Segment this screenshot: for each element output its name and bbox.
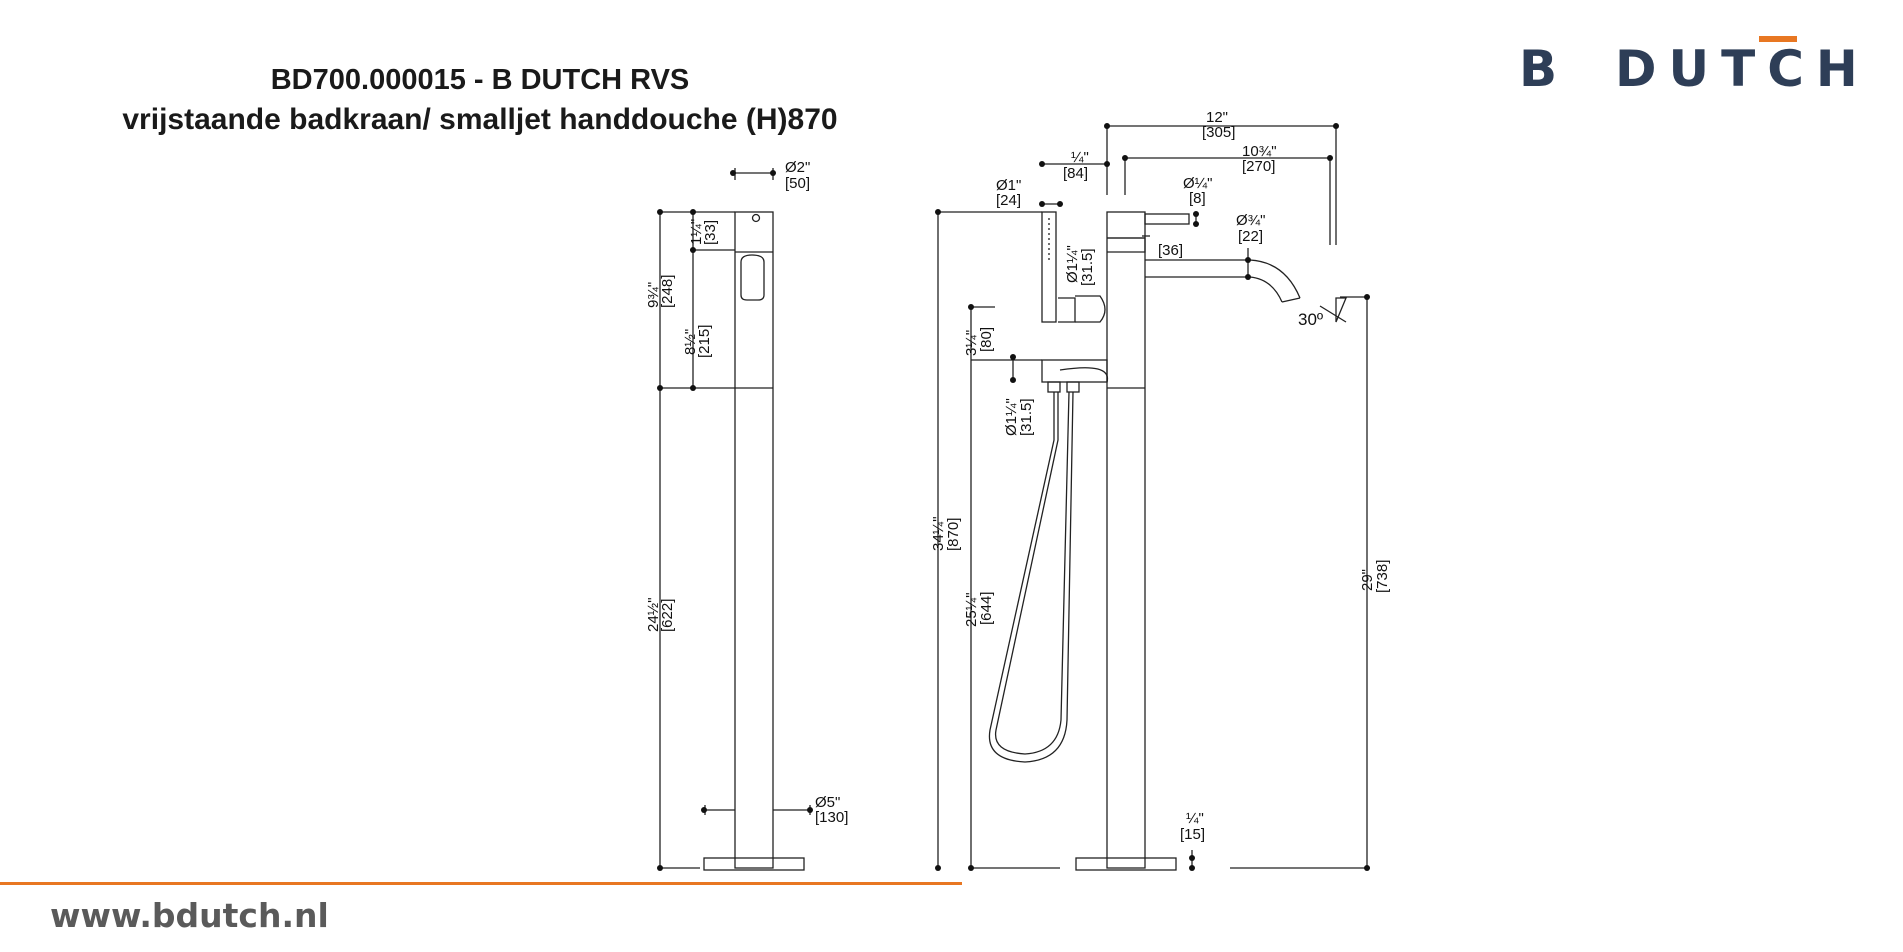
- dim-front-9q-mm: [248]: [659, 275, 676, 308]
- dim-front-1q-in: 1¼": [688, 219, 705, 245]
- dim-side-2514-in: 25¼": [963, 592, 980, 627]
- dim-side-29-in: 29": [1359, 569, 1376, 591]
- side-view-body: [988, 211, 1347, 871]
- dim-side-12-in: 12": [1206, 109, 1228, 126]
- dim-side-36: [36]: [1158, 242, 1183, 259]
- website-link[interactable]: www.bdutch.nl: [50, 896, 329, 935]
- dim-side-29-mm: [738]: [1374, 560, 1391, 593]
- dim-angle-30: 30º: [1298, 310, 1323, 329]
- dim-side-d34-in: Ø¾": [1236, 212, 1266, 229]
- dim-side-3414-in: 34¼": [930, 516, 947, 551]
- dim-side-d1-mm: [24]: [996, 192, 1021, 209]
- dim-front-24h-mm: [622]: [659, 599, 676, 632]
- dim-front-d2-in: Ø2": [785, 159, 810, 176]
- dim-side-314-mm: [80]: [978, 327, 995, 352]
- dim-side-2514-mm: [644]: [978, 592, 995, 625]
- front-view-body: [703, 211, 805, 871]
- title-line-1: BD700.000015 - B DUTCH RVS: [270, 64, 690, 96]
- dim-side-d114b-in: Ø1¼": [1003, 398, 1020, 436]
- dim-side-1034-in: 10¾": [1242, 143, 1277, 160]
- dim-front-24h-in: 24½": [645, 597, 662, 632]
- dim-front-1q-mm: [33]: [702, 220, 719, 245]
- logo-word-dutch: DUTCH: [1615, 40, 1870, 96]
- logo-accent-bar: [1759, 36, 1797, 42]
- dim-side-12-mm: [305]: [1202, 124, 1235, 141]
- dimension-dots: [657, 123, 1370, 871]
- title-line-2: vrijstaande badkraan/ smalljet handdouch…: [122, 103, 838, 136]
- dim-side-d114a-mm: [31.5]: [1079, 248, 1096, 286]
- dim-front-d5-in: Ø5": [815, 794, 840, 811]
- dim-side-3414-mm: [870]: [945, 518, 962, 551]
- front-view-dimension-lines: [658, 168, 811, 869]
- bdutch-logo: B DUTCH: [1519, 36, 1870, 96]
- dim-side-dq-in: Ø¼": [1183, 175, 1213, 192]
- dim-side-d114b-mm: [31.5]: [1018, 398, 1035, 436]
- dim-side-q15-in: ¼": [1186, 810, 1204, 827]
- dim-side-314-in: 3¼": [963, 330, 980, 356]
- side-view-dimension-lines: [937, 125, 1370, 869]
- dim-side-dq-mm: [8]: [1189, 190, 1206, 207]
- dim-side-q84-mm: [84]: [1063, 165, 1088, 182]
- logo-letter-b: B: [1519, 40, 1557, 96]
- dim-front-9q-in: 9¾": [645, 282, 662, 308]
- footer-divider-line: [0, 882, 962, 885]
- dim-front-8h-in: 8½": [682, 329, 699, 355]
- dim-side-q84-in: ¼": [1071, 149, 1089, 166]
- dim-front-d5-mm: [130]: [815, 809, 848, 826]
- dim-front-8h-mm: [215]: [696, 325, 713, 358]
- dim-side-d114a-in: Ø1¼": [1064, 245, 1081, 283]
- dim-side-q15-mm: [15]: [1180, 826, 1205, 843]
- dim-side-d34-mm: [22]: [1238, 228, 1263, 245]
- dim-front-d2-mm: [50]: [785, 175, 810, 192]
- dim-side-d1-in: Ø1": [996, 177, 1021, 194]
- dim-side-1034-mm: [270]: [1242, 158, 1275, 175]
